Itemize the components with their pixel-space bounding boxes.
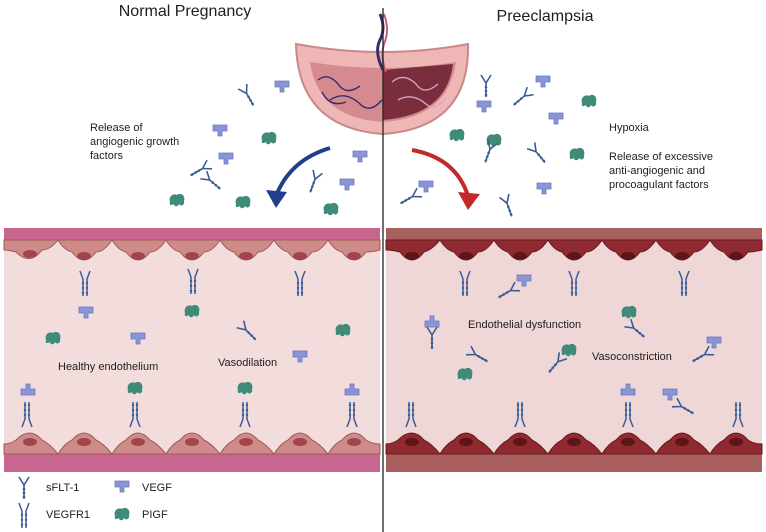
legend-pigf-label: PIGF xyxy=(142,509,168,521)
legend-sflt1-icon xyxy=(18,476,30,500)
preeclampsia-release-arrow xyxy=(411,148,480,210)
vasoconstriction-label: Vasoconstriction xyxy=(592,351,672,363)
legend-vegf-icon xyxy=(114,480,130,493)
preeclampsia-title: Preeclampsia xyxy=(497,8,594,25)
legend-vegf-label: VEGF xyxy=(142,482,172,494)
vasodilation-label: Vasodilation xyxy=(218,357,277,369)
normal-release-arrow xyxy=(266,146,331,208)
legend-pigf-icon xyxy=(114,507,130,521)
normal-pregnancy-title: Normal Pregnancy xyxy=(119,3,252,20)
placenta-illustration xyxy=(294,13,470,136)
endothelial-dysfunction-label: Endothelial dysfunction xyxy=(468,319,581,331)
healthy-endothelium-label: Healthy endothelium xyxy=(58,361,158,373)
legend: sFLT-1 VEGFR1 VEGF PIGF xyxy=(18,476,172,529)
normal-blood-vessel xyxy=(3,228,381,472)
hypoxia-label: Hypoxia xyxy=(609,122,650,134)
left-release-caption: Release of angiogenic growth factors xyxy=(90,122,182,162)
legend-sflt1-label: sFLT-1 xyxy=(46,482,79,494)
legend-vegfr1-label: VEGFR1 xyxy=(46,509,90,521)
right-release-caption: Release of excessive anti-angiogenic and… xyxy=(609,151,716,191)
legend-vegfr1-icon xyxy=(18,502,30,529)
